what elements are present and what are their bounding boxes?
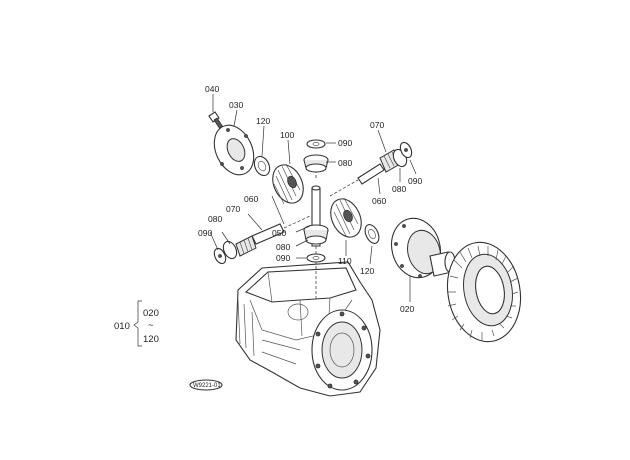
- part-label-050: 050: [272, 228, 286, 238]
- upper-washer-090: [306, 139, 326, 149]
- part-label-080-left: 080: [208, 214, 222, 224]
- part-label-030: 030: [229, 100, 243, 110]
- ring-gear: [446, 241, 522, 343]
- part-labels: 040 030 120 100 090 080 070 080 090 060 …: [198, 84, 422, 314]
- washer-080-left: [222, 240, 238, 260]
- part-label-090-bottom: 090: [276, 253, 290, 263]
- range-from-label: 010: [114, 321, 130, 332]
- upper-pinion-080: [303, 154, 329, 173]
- part-label-020: 020: [400, 304, 414, 314]
- pinion-shaft-060-right: [329, 163, 385, 197]
- part-label-110: 110: [338, 256, 352, 266]
- leader-lines: [209, 94, 417, 302]
- differential-case-housing: [235, 261, 381, 397]
- part-label-080-top: 080: [338, 158, 352, 168]
- drawing-code: W9221-01: [193, 383, 221, 389]
- washer-120-center: [364, 224, 380, 244]
- part-label-090-left: 090: [198, 228, 212, 238]
- part-label-060-left: 060: [244, 194, 258, 204]
- part-label-070-right: 070: [370, 120, 384, 130]
- washer-090-left: [213, 247, 227, 265]
- side-cover-030: [213, 124, 255, 176]
- lower-pinion-080: [303, 224, 329, 245]
- pinion-gear-070-left: [235, 235, 257, 257]
- pinion-shaft-060-left: [251, 215, 311, 245]
- part-label-080-bottom: 080: [276, 242, 290, 252]
- part-label-040: 040: [205, 84, 219, 94]
- part-label-120-left: 120: [256, 116, 270, 126]
- washer-120-left: [253, 155, 271, 177]
- side-gear-110: [330, 197, 362, 238]
- range-symbol: ~: [148, 320, 154, 331]
- range-top-label: 020: [143, 308, 159, 319]
- lower-washer-090: [306, 253, 326, 263]
- part-label-120-center: 120: [360, 266, 374, 276]
- part-label-100: 100: [280, 130, 294, 140]
- part-label-070-left: 070: [226, 204, 240, 214]
- part-label-060-right: 060: [372, 196, 386, 206]
- range-bottom-label: 120: [143, 334, 159, 345]
- range-legend: 010 020 ~ 120: [114, 300, 159, 347]
- washer-090-right: [399, 141, 413, 159]
- side-gear-100: [272, 163, 304, 205]
- part-label-090-top: 090: [338, 138, 352, 148]
- drawing-code-badge: W9221-01: [189, 379, 223, 391]
- part-label-080-right: 080: [392, 184, 406, 194]
- differential-case-020: [391, 217, 470, 279]
- part-label-090-right: 090: [408, 176, 422, 186]
